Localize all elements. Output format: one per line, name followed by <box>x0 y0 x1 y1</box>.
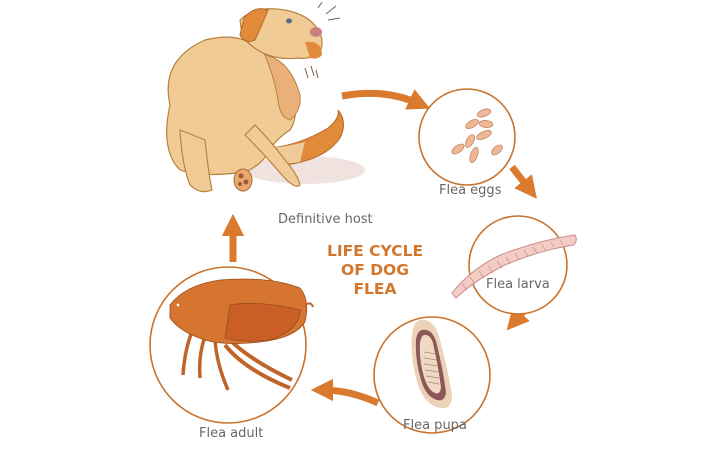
flea-pupa-icon <box>411 319 452 409</box>
larva-circle <box>468 215 568 315</box>
label-flea-pupa: Flea pupa <box>403 418 467 433</box>
flea-adult-icon <box>169 278 314 391</box>
diagram-title: LIFE CYCLE OF DOG FLEA <box>305 242 445 299</box>
arrow-host-to-eggs <box>341 89 431 110</box>
arrow-eggs-to-larva <box>509 164 537 199</box>
label-flea-larva: Flea larva <box>486 277 550 292</box>
flea-eggs-icon <box>451 108 503 164</box>
title-line-1: LIFE CYCLE <box>326 242 424 260</box>
dog-scratching-icon <box>166 1 365 193</box>
stage-larva <box>451 215 577 315</box>
title-line-2: OF DOG <box>341 261 409 279</box>
flea-larva-icon <box>451 234 577 299</box>
stage-pupa <box>373 316 491 434</box>
title-line-3: FLEA <box>353 280 397 298</box>
label-definitive-host: Definitive host <box>278 212 373 227</box>
label-flea-adult: Flea adult <box>199 426 264 441</box>
stage-adult <box>149 266 314 424</box>
eggs-circle <box>418 88 516 186</box>
stage-eggs <box>418 88 516 186</box>
label-flea-eggs: Flea eggs <box>439 183 502 198</box>
arrow-pupa-to-adult <box>310 378 380 407</box>
